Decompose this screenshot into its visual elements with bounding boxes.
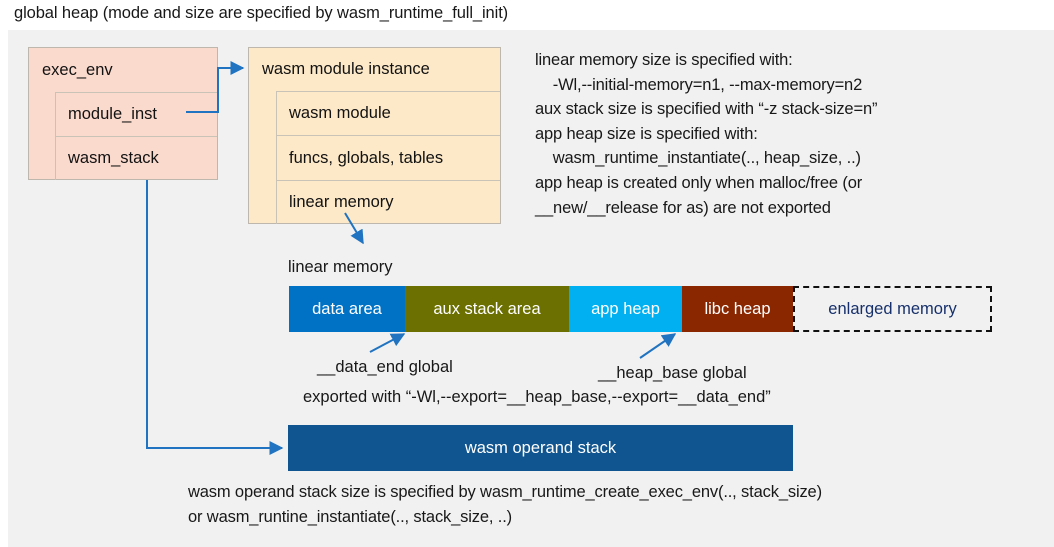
exec-env-fields: module_inst wasm_stack [29, 92, 217, 180]
memory-segment-enlarged-memory: enlarged memory [793, 286, 992, 332]
heap-base-annotation: __heap_base global [598, 364, 747, 382]
memory-segment-aux-stack-area: aux stack area [405, 286, 569, 332]
exec-env-field-wasm-stack: wasm_stack [55, 136, 217, 180]
exec-env-header: exec_env [42, 60, 113, 79]
data-end-annotation: __data_end global [317, 358, 453, 376]
module-instance-field-linear-memory: linear memory [276, 180, 500, 224]
exec-env-box: exec_env module_inst wasm_stack [28, 47, 218, 180]
module-instance-field-wasm-module: wasm module [276, 91, 500, 135]
module-instance-fields: wasm module funcs, globals, tables linea… [249, 91, 500, 224]
linear-memory-caption: linear memory [288, 258, 393, 276]
wasm-operand-stack-label: wasm operand stack [464, 438, 617, 457]
memory-segment-libc-heap: libc heap [682, 286, 793, 332]
linear-memory-note: linear memory size is specified with: -W… [535, 51, 878, 217]
wasm-operand-stack-box: wasm operand stack [288, 425, 793, 471]
memory-segment-app-heap: app heap [569, 286, 682, 332]
page-title: global heap (mode and size are specified… [14, 4, 509, 22]
exec-env-field-module-inst: module_inst [55, 92, 217, 136]
operand-stack-note: wasm operand stack size is specified by … [188, 483, 822, 526]
memory-segment-data-area: data area [289, 286, 405, 332]
exported-with-annotation: exported with “-Wl,--export=__heap_base,… [303, 388, 771, 406]
module-instance-field-funcs-globals-tables: funcs, globals, tables [276, 135, 500, 180]
module-instance-header: wasm module instance [262, 60, 430, 78]
wasm-module-instance-box: wasm module instance wasm module funcs, … [248, 47, 501, 224]
